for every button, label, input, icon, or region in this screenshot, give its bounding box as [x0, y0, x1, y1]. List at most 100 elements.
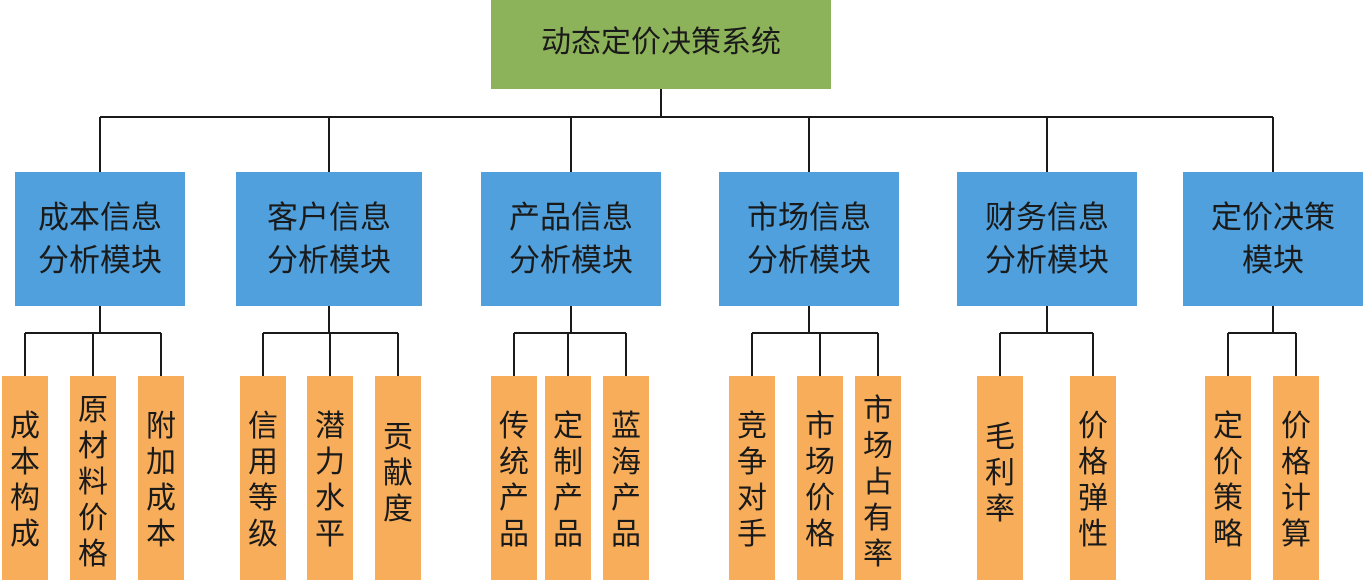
- leaf-label-char: 市: [805, 409, 835, 444]
- leaf-label-char: 价: [1281, 409, 1311, 444]
- leaf-label-char: 成: [10, 409, 40, 444]
- leaf-label-char: 制: [553, 445, 583, 480]
- leaf-label-char: 献: [383, 456, 413, 491]
- module-label-line: 市场信息: [747, 200, 871, 236]
- connector-lines: [24, 89, 1297, 376]
- leaf-label-char: 格: [805, 517, 835, 552]
- leaf-label-char: 品: [553, 517, 583, 552]
- leaf-label-char: 水: [315, 481, 345, 516]
- leaf-label-char: 市: [863, 393, 893, 428]
- leaf-label-char: 价: [1213, 445, 1243, 480]
- leaf-label-char: 场: [863, 429, 893, 464]
- leaf-label-char: 信: [248, 409, 278, 444]
- module-label-line: 成本信息: [38, 200, 162, 236]
- leaf-label-char: 平: [315, 517, 345, 552]
- leaf-label-char: 对: [737, 481, 767, 516]
- module-label-line: 财务信息: [985, 200, 1109, 236]
- leaf-label-char: 用: [248, 445, 278, 480]
- leaf-label-char: 品: [611, 517, 641, 552]
- leaf-label-char: 等: [248, 481, 278, 516]
- module-label-line: 客户信息: [267, 200, 391, 236]
- module-label-line: 分析模块: [38, 243, 162, 279]
- leaf-label-char: 价: [805, 481, 835, 516]
- leaf-label-char: 格: [78, 537, 108, 572]
- leaf-node: 毛利率: [977, 376, 1023, 580]
- leaf-label-char: 场: [805, 445, 835, 480]
- module-label-line: 分析模块: [509, 243, 633, 279]
- leaf-label-char: 弹: [1078, 481, 1108, 516]
- leaf-label-char: 格: [1281, 445, 1311, 480]
- leaf-label-char: 有: [863, 501, 893, 536]
- leaf-label-char: 传: [499, 409, 529, 444]
- leaf-label-char: 海: [611, 445, 641, 480]
- leaf-label-char: 产: [553, 481, 583, 516]
- leaf-label-char: 竞: [737, 409, 767, 444]
- leaf-label-char: 力: [315, 445, 345, 480]
- leaf-label-char: 占: [863, 465, 893, 500]
- leaf-label-char: 手: [737, 517, 767, 552]
- leaf-label-char: 贡: [383, 420, 413, 455]
- module-label-line: 分析模块: [985, 243, 1109, 279]
- module-label-line: 定价决策: [1211, 200, 1335, 236]
- root-node: 动态定价决策系统: [491, 0, 831, 89]
- leaf-label-char: 度: [383, 492, 413, 527]
- leaf-label-char: 成: [146, 481, 176, 516]
- leaf-label-char: 定: [1213, 409, 1243, 444]
- leaf-label-char: 毛: [985, 420, 1015, 455]
- leaf-label-char: 价: [78, 501, 108, 536]
- module-label-line: 分析模块: [267, 243, 391, 279]
- leaf-label-char: 级: [248, 517, 278, 552]
- leaf-label-char: 构: [10, 481, 40, 516]
- leaf-label-char: 蓝: [611, 409, 641, 444]
- leaf-label-char: 产: [499, 481, 529, 516]
- leaf-label-char: 本: [146, 517, 176, 552]
- leaf-label-char: 本: [10, 445, 40, 480]
- module-label-line: 产品信息: [509, 200, 633, 236]
- leaf-label-char: 率: [985, 492, 1015, 527]
- leaf-label-char: 品: [499, 517, 529, 552]
- module-row: 成本信息分析模块客户信息分析模块产品信息分析模块市场信息分析模块财务信息分析模块…: [15, 172, 1363, 306]
- leaf-label-char: 价: [1078, 409, 1108, 444]
- leaf-label-char: 加: [146, 445, 176, 480]
- leaf-label-char: 潜: [315, 409, 345, 444]
- leaf-label-char: 格: [1078, 445, 1108, 480]
- module-label-line: 模块: [1242, 243, 1304, 279]
- leaf-label-char: 定: [553, 409, 583, 444]
- leaf-label-char: 料: [78, 465, 108, 500]
- leaf-label-char: 材: [78, 429, 108, 464]
- leaf-label-char: 统: [499, 445, 529, 480]
- leaf-label-char: 附: [146, 409, 176, 444]
- leaf-label-char: 性: [1078, 517, 1108, 552]
- leaf-label-char: 算: [1281, 517, 1311, 552]
- leaf-label-char: 争: [737, 445, 767, 480]
- module-label-line: 分析模块: [747, 243, 871, 279]
- leaf-label-char: 略: [1213, 517, 1243, 552]
- leaf-label-char: 原: [78, 393, 108, 428]
- leaf-label-char: 利: [985, 456, 1015, 491]
- leaf-node: 贡献度: [375, 376, 421, 580]
- leaf-row: 成本构成原材料价格附加成本信用等级潜力水平贡献度传统产品定制产品蓝海产品竞争对手…: [2, 376, 1319, 580]
- leaf-label-char: 产: [611, 481, 641, 516]
- leaf-label-char: 率: [863, 537, 893, 572]
